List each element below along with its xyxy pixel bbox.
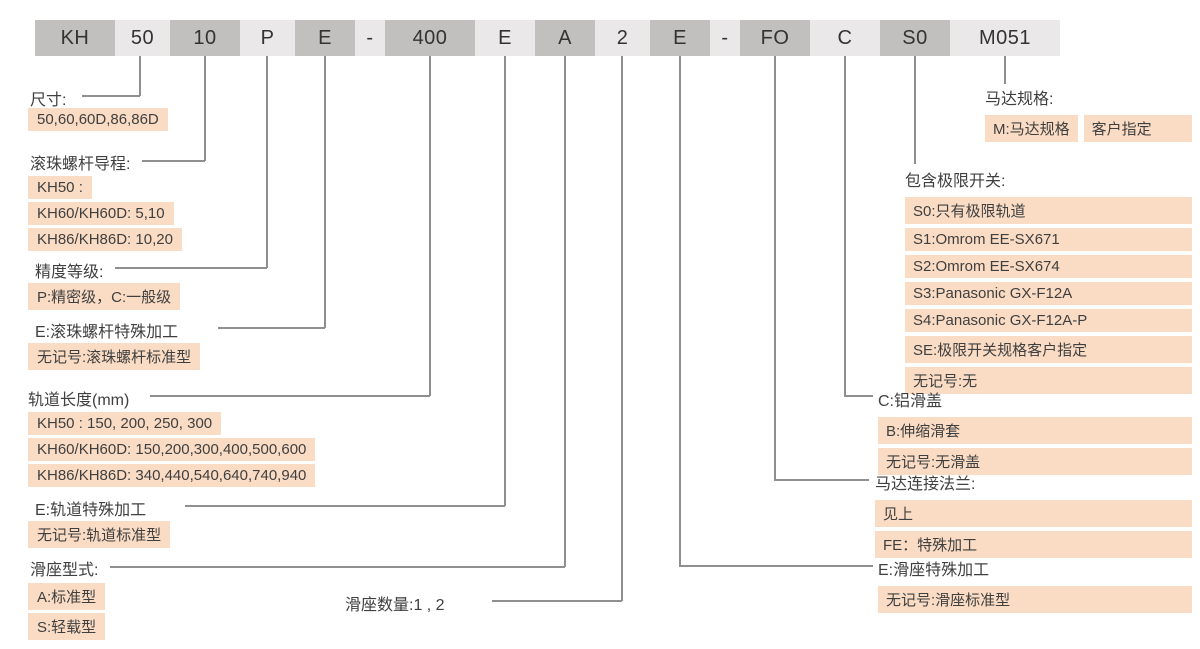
motor-spec-value: M:马达规格 (985, 115, 1078, 142)
connector-size-vline (139, 56, 141, 96)
screw-lead-row: KH86/KH86D: 10,20 (28, 228, 182, 251)
code-segment-accuracy: P (240, 20, 295, 56)
connector-cover-hline (844, 395, 873, 397)
slider-type-row: A:标准型 (28, 583, 106, 610)
connector-flange-vline (774, 56, 776, 480)
connector-slider-type-hline (110, 566, 565, 568)
connector-accuracy-hline (115, 267, 267, 269)
connector-slider-count-vline (621, 56, 623, 601)
limit-switch-row: S0:只有极限轨道 (905, 197, 1192, 224)
slider-special-row: 无记号:滑座标准型 (878, 586, 1192, 613)
code-segment-lead: 10 (170, 20, 240, 56)
accuracy-label: 精度等级: (35, 264, 104, 281)
rail-length-row: KH86/KH86D: 340,440,540,640,740,940 (28, 464, 316, 487)
motor-spec-note: 客户指定 (1083, 115, 1192, 142)
code-segment-size: 50 (115, 20, 170, 56)
connector-lead-vline (204, 56, 206, 161)
connector-cover-vline (844, 56, 846, 396)
limit-switch-row: S3:Panasonic GX-F12A (905, 282, 1192, 305)
connector-screw-special-vline (324, 56, 326, 328)
connector-slider-special-hline (679, 565, 873, 567)
code-segment-dash-1: - (355, 20, 385, 56)
connector-size-hline (82, 95, 140, 97)
code-segment-rail-length: 400 (385, 20, 475, 56)
slider-type-label: 滑座型式: (30, 562, 99, 579)
rail-special-values: 无记号:轨道标准型 (28, 521, 171, 548)
limit-switch-row: 无记号:无 (905, 367, 1192, 394)
cover-label: C:铝滑盖 (878, 393, 943, 410)
screw-lead-row: KH60/KH60D: 5,10 (28, 202, 174, 225)
code-segment-screw-special: E (295, 20, 355, 56)
motor-spec-label: 马达规格: (985, 91, 1054, 108)
code-segment-rail-special: E (475, 20, 535, 56)
connector-rail-length-vline (429, 56, 431, 396)
code-segment-slider-count: 2 (595, 20, 650, 56)
code-segment-series: KH (35, 20, 115, 56)
slider-type-row: S:轻载型 (28, 613, 106, 640)
connector-slider-special-vline (679, 56, 681, 566)
slider-special-section: E:滑座特殊加工 无记号:滑座标准型 (878, 556, 1192, 617)
rail-length-options: KH50 : 150, 200, 250, 300 KH60/KH60D: 15… (28, 412, 316, 490)
limit-switch-row: S4:Panasonic GX-F12A-P (905, 309, 1192, 332)
limit-switch-section: 包含极限开关: S0:只有极限轨道 S1:Omrom EE-SX671 S2:O… (905, 167, 1192, 398)
limit-switch-row: S1:Omrom EE-SX671 (905, 228, 1192, 251)
rail-length-row: KH50 : 150, 200, 250, 300 (28, 412, 222, 435)
connector-motor-vline (1004, 56, 1006, 84)
code-segment-slider-special: E (650, 20, 710, 56)
connector-accuracy-vline (266, 56, 268, 268)
connector-lead-hline (142, 160, 205, 162)
screw-special-label: E:滚珠螺杆特殊加工 (35, 324, 179, 341)
connector-rail-special-hline (185, 505, 505, 507)
flange-row: 见上 (875, 500, 1192, 527)
connector-slider-count-hline (492, 600, 622, 602)
connector-rail-length-hline (150, 395, 430, 397)
screw-lead-label: 滚珠螺杆导程: (30, 156, 131, 173)
size-label: 尺寸: (30, 92, 67, 109)
rail-length-row: KH60/KH60D: 150,200,300,400,500,600 (28, 438, 316, 461)
code-segment-motor: M051 (950, 20, 1060, 56)
cover-row: 无记号:无滑盖 (878, 448, 1192, 475)
rail-special-label: E:轨道特殊加工 (35, 502, 147, 519)
slider-count-label: 滑座数量:1 , 2 (345, 597, 445, 614)
flange-section: 马达连接法兰: 见上 FE：特殊加工 (875, 470, 1192, 562)
cover-section: C:铝滑盖 B:伸缩滑套 无记号:无滑盖 (878, 387, 1192, 479)
code-segment-cover: C (810, 20, 880, 56)
connector-rail-special-vline (504, 56, 506, 506)
connector-limit-switch-vline (914, 56, 916, 164)
flange-row: FE：特殊加工 (875, 531, 1192, 558)
limit-switch-label: 包含极限开关: (905, 173, 1006, 190)
connector-flange-hline (774, 479, 869, 481)
slider-type-options: A:标准型 S:轻载型 (28, 583, 106, 643)
screw-lead-options: KH50 : KH60/KH60D: 5,10 KH86/KH86D: 10,2… (28, 176, 182, 254)
screw-special-values: 无记号:滚珠螺杆标准型 (28, 343, 201, 370)
slider-special-label: E:滑座特殊加工 (878, 562, 990, 579)
cover-row: B:伸缩滑套 (878, 417, 1192, 444)
code-segment-flange: FO (740, 20, 810, 56)
accuracy-values: P:精密级，C:一般级 (28, 283, 181, 310)
rail-length-label: 轨道长度(mm) (28, 392, 130, 409)
model-code-bar: KH 50 10 P E - 400 E A 2 E - FO C S0 M05… (35, 20, 1060, 56)
limit-switch-row: S2:Omrom EE-SX674 (905, 255, 1192, 278)
flange-label: 马达连接法兰: (875, 476, 976, 493)
code-segment-dash-2: - (710, 20, 740, 56)
size-values: 50,60,60D,86,86D (28, 108, 168, 131)
limit-switch-row: SE:极限开关规格客户指定 (905, 336, 1192, 363)
code-segment-slider-type: A (535, 20, 595, 56)
motor-spec-values: M:马达规格 客户指定 (985, 115, 1192, 142)
connector-slider-type-vline (564, 56, 566, 567)
connector-screw-special-hline (218, 327, 325, 329)
screw-lead-row: KH50 : (28, 176, 92, 199)
code-segment-limit-switch: S0 (880, 20, 950, 56)
motor-spec-section: 马达规格: M:马达规格 客户指定 (985, 85, 1192, 142)
